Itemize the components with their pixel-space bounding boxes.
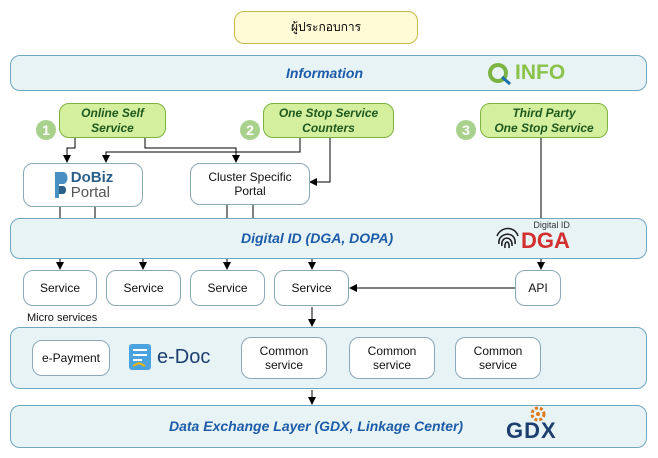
dobiz-portal-box: DoBiz Portal bbox=[23, 163, 143, 207]
service-box-2: Service bbox=[106, 270, 181, 306]
magnifier-icon bbox=[488, 63, 511, 86]
cluster-line2: Portal bbox=[234, 184, 266, 198]
service-box-3: Service bbox=[190, 270, 265, 306]
gdx-band bbox=[10, 405, 647, 448]
document-icon bbox=[129, 344, 151, 370]
edoc-label: e-Doc bbox=[157, 345, 211, 368]
cluster-portal-box: Cluster Specific Portal bbox=[190, 163, 310, 205]
common-service-line1: Common bbox=[473, 343, 523, 358]
common-service-line1: Common bbox=[259, 343, 309, 358]
info-logo: INFO bbox=[485, 60, 565, 86]
dobiz-line2: Portal bbox=[70, 184, 110, 201]
service-box-1: Service bbox=[23, 270, 97, 306]
one-stop-counters-line1: One Stop Service bbox=[278, 106, 379, 121]
dobiz-mark-icon bbox=[54, 172, 68, 198]
gdx-title: Data Exchange Layer (GDX, Linkage Center… bbox=[169, 418, 464, 434]
epayment-label: e-Payment bbox=[41, 350, 101, 365]
common-service-box-1: Common service bbox=[241, 337, 327, 379]
service-label: Service bbox=[207, 280, 248, 295]
third-party-line1: Third Party bbox=[512, 106, 576, 121]
channel-number-2: 2 bbox=[240, 120, 260, 140]
dga-logo-small: Digital ID bbox=[533, 220, 570, 230]
api-box: API bbox=[515, 270, 561, 306]
information-band bbox=[10, 55, 647, 91]
common-service-line2: service bbox=[264, 358, 303, 372]
information-title: Information bbox=[286, 65, 363, 81]
cluster-line1: Cluster Specific bbox=[208, 169, 292, 184]
entrepreneur-box: ผู้ประกอบการ bbox=[234, 11, 418, 44]
dobiz-line1: DoBiz bbox=[70, 169, 114, 186]
micro-services-label: Micro services bbox=[27, 312, 98, 324]
service-label: Service bbox=[39, 280, 80, 295]
dobiz-logo: DoBiz Portal bbox=[53, 169, 114, 201]
common-service-box-3: Common service bbox=[455, 337, 541, 379]
epayment-box: e-Payment bbox=[32, 340, 110, 376]
common-service-line1: Common bbox=[367, 343, 417, 358]
channel-number-3: 3 bbox=[456, 120, 476, 140]
one-stop-counters-box: One Stop Service Counters bbox=[263, 103, 394, 138]
gdx-logo-text: GDX bbox=[506, 418, 557, 443]
entrepreneur-label: ผู้ประกอบการ bbox=[290, 20, 362, 35]
edoc-logo: e-Doc bbox=[126, 342, 210, 372]
online-self-service-line1: Online Self bbox=[81, 106, 144, 121]
api-label: API bbox=[528, 280, 548, 295]
online-self-service-line2: Service bbox=[91, 120, 134, 135]
digital-id-title: Digital ID (DGA, DOPA) bbox=[241, 230, 394, 246]
common-service-line2: service bbox=[372, 358, 411, 372]
dga-logo: Digital ID DGA bbox=[493, 221, 570, 252]
online-self-service-box: Online Self Service bbox=[59, 103, 166, 138]
service-label: Service bbox=[123, 280, 164, 295]
info-logo-text: INFO bbox=[515, 61, 566, 84]
one-stop-counters-line2: Counters bbox=[302, 120, 355, 135]
common-service-box-2: Common service bbox=[349, 337, 435, 379]
channel-number-1: 1 bbox=[36, 120, 56, 140]
common-service-line2: service bbox=[478, 358, 517, 372]
dga-logo-big: DGA bbox=[521, 228, 570, 253]
service-label: Service bbox=[291, 280, 332, 295]
service-box-4: Service bbox=[274, 270, 349, 306]
third-party-box: Third Party One Stop Service bbox=[480, 103, 608, 138]
digital-id-band bbox=[10, 218, 647, 259]
gear-icon bbox=[530, 406, 546, 422]
fingerprint-icon bbox=[496, 227, 519, 248]
third-party-line2: One Stop Service bbox=[494, 120, 594, 135]
